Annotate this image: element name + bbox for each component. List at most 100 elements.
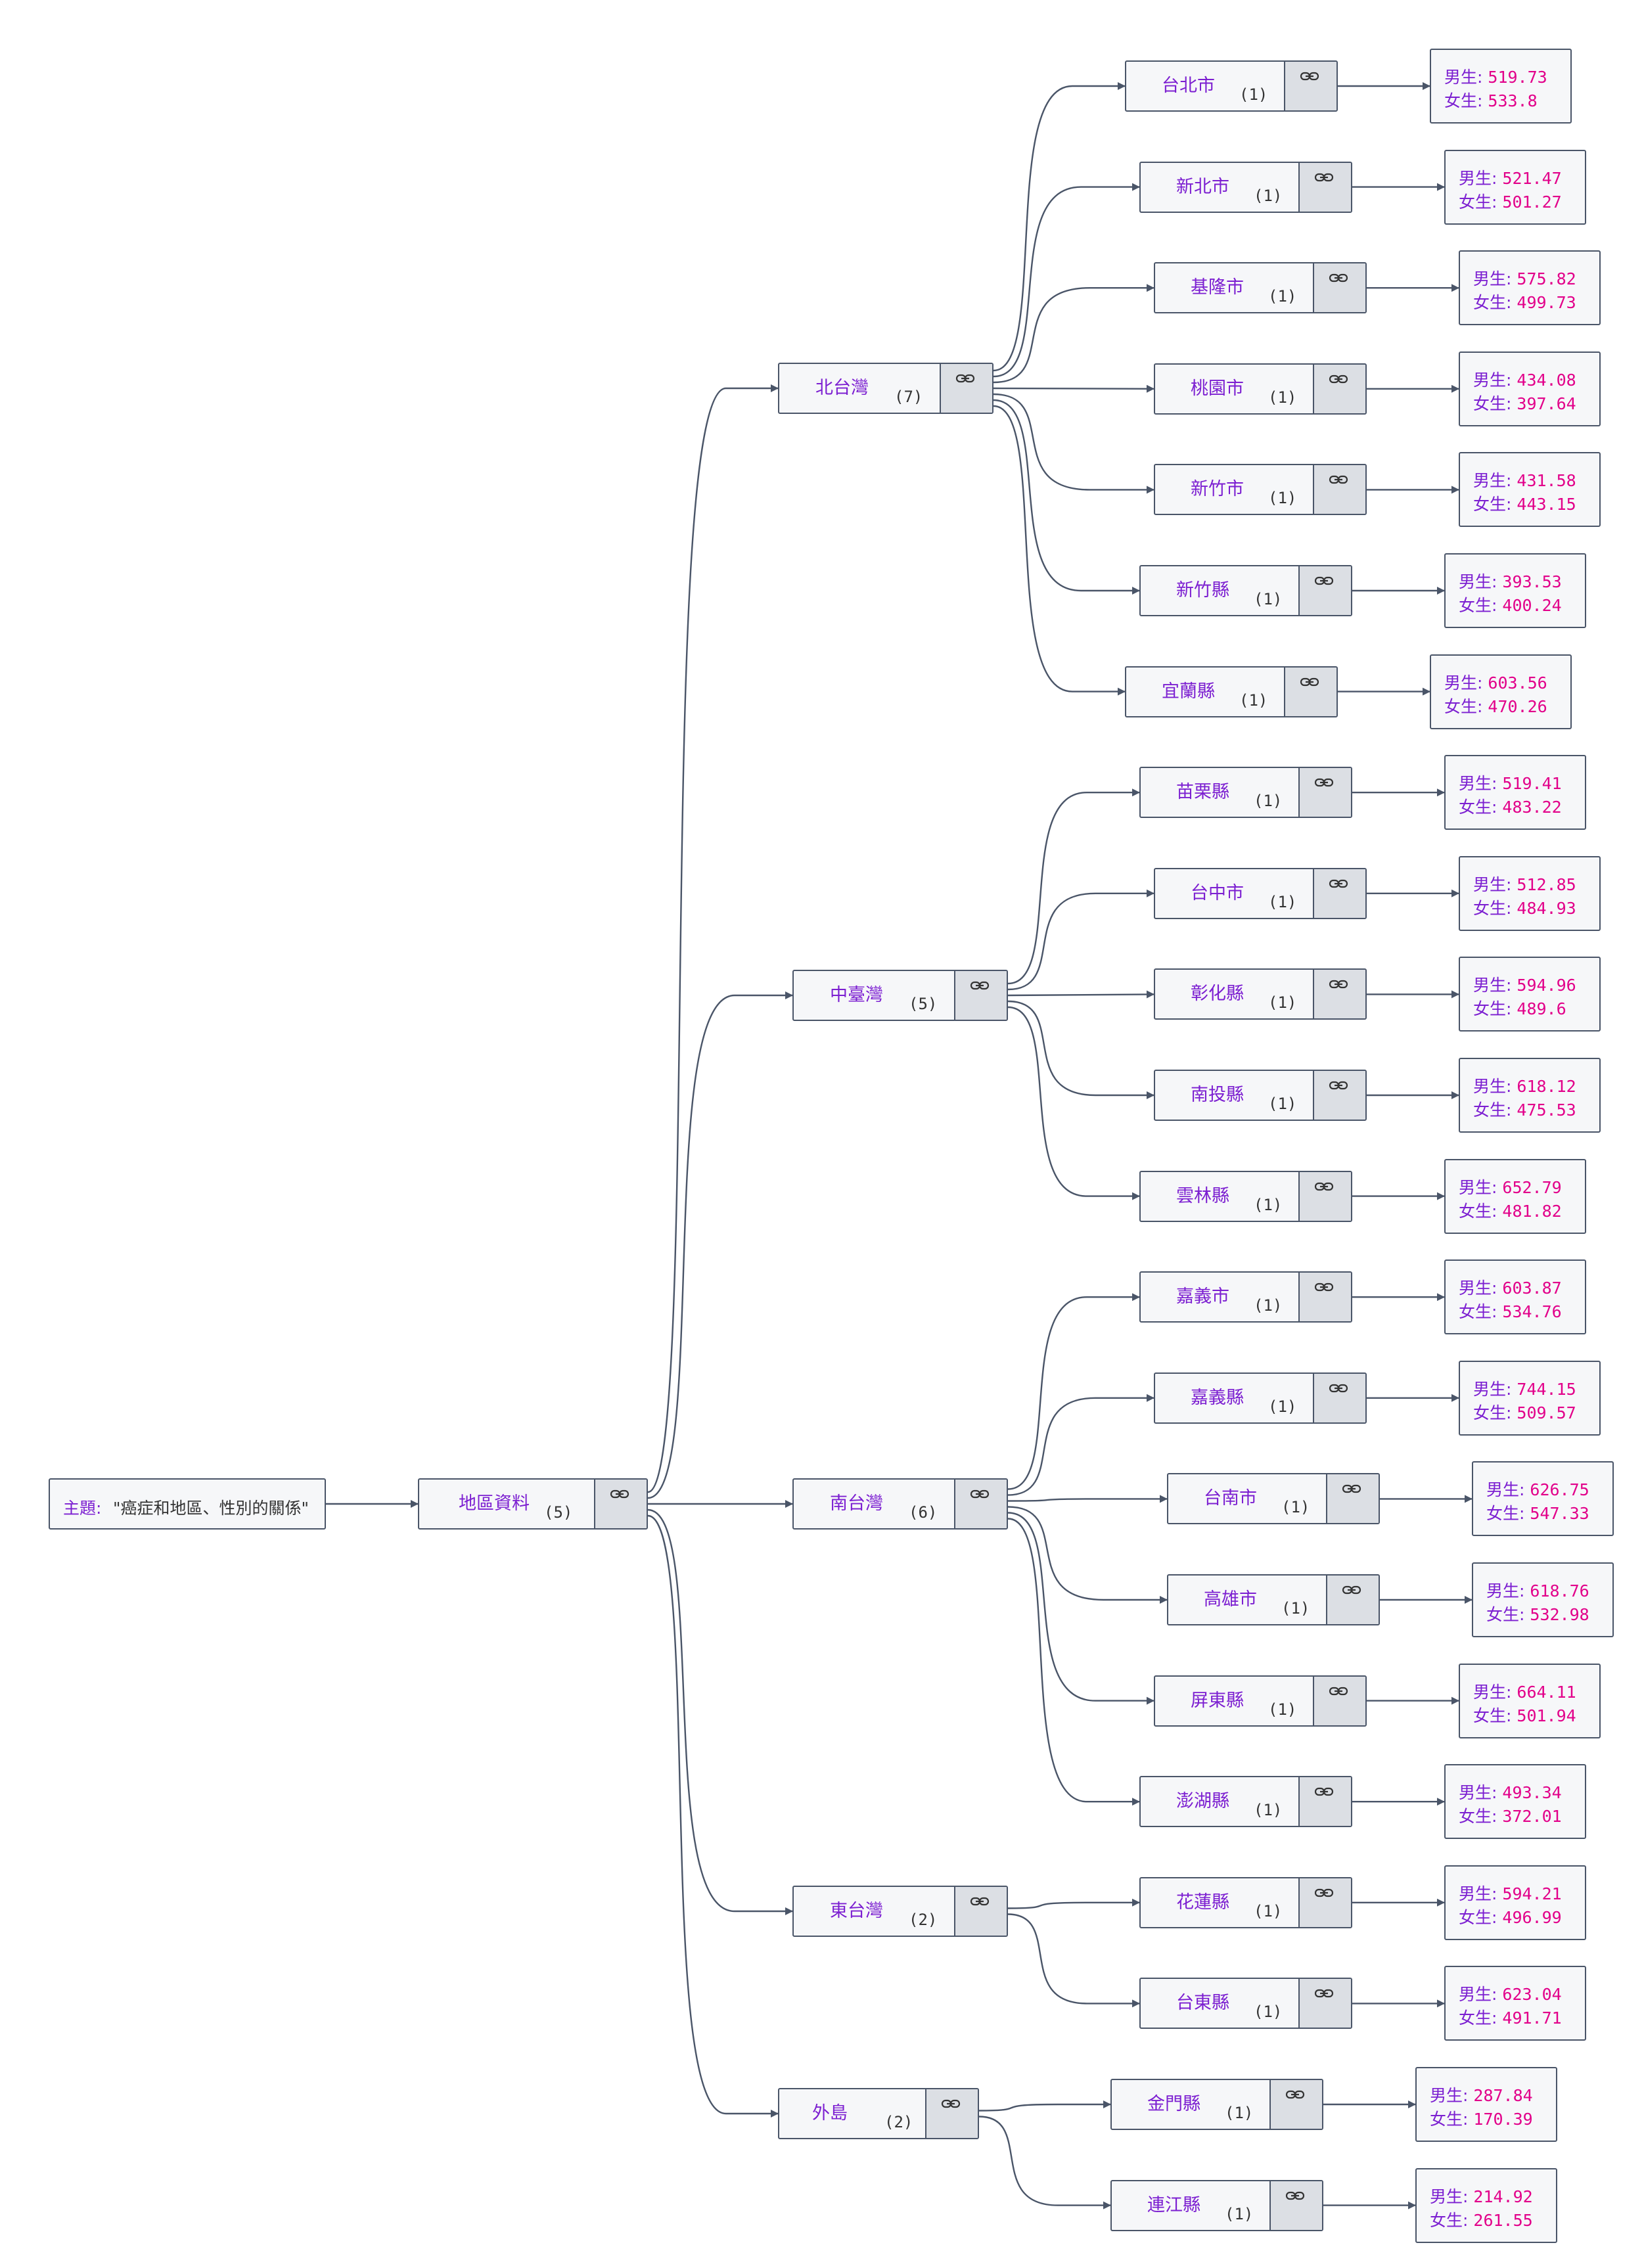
region-node[interactable]: 中臺灣(5) bbox=[792, 970, 1008, 1021]
node-label: 基隆市 bbox=[1191, 277, 1244, 298]
link-button[interactable] bbox=[1298, 1273, 1351, 1322]
link-button[interactable] bbox=[954, 1887, 1007, 1936]
city-node[interactable]: 嘉義縣(1) bbox=[1154, 1372, 1367, 1424]
city-node[interactable]: 台中市(1) bbox=[1154, 867, 1367, 919]
city-node[interactable]: 台東縣(1) bbox=[1139, 1978, 1352, 2030]
link-button[interactable] bbox=[1298, 768, 1351, 817]
female-label: 女生: bbox=[1459, 2008, 1497, 2028]
city-node[interactable]: 宜蘭縣(1) bbox=[1125, 666, 1338, 717]
female-value: 484.93 bbox=[1517, 898, 1576, 918]
link-button[interactable] bbox=[1313, 869, 1365, 918]
link-button[interactable] bbox=[1298, 1979, 1351, 2028]
city-node[interactable]: 新竹縣(1) bbox=[1139, 565, 1352, 616]
city-node[interactable]: 澎湖縣(1) bbox=[1139, 1776, 1352, 1828]
link-button[interactable] bbox=[940, 364, 992, 413]
link-icon bbox=[1314, 1283, 1334, 1292]
female-row: 女生: 483.22 bbox=[1459, 794, 1562, 818]
city-node[interactable]: 屏東縣 (1) bbox=[1154, 1675, 1367, 1727]
link-button[interactable] bbox=[1298, 1878, 1351, 1927]
male-label: 男生: bbox=[1486, 1581, 1525, 1600]
female-label: 女生: bbox=[1430, 2210, 1469, 2230]
link-button[interactable] bbox=[1269, 2181, 1322, 2230]
node-label: 台中市 bbox=[1191, 882, 1244, 903]
region-node[interactable]: 北台灣(7) bbox=[778, 363, 993, 414]
female-label: 女生: bbox=[1430, 2110, 1469, 2129]
link-button[interactable] bbox=[1313, 1373, 1365, 1422]
node-count: (1) bbox=[1268, 1700, 1297, 1719]
city-node[interactable]: 桃園市(1) bbox=[1154, 363, 1367, 415]
female-label: 女生: bbox=[1473, 394, 1512, 413]
male-row: 男生: 603.56 bbox=[1444, 670, 1547, 694]
region-node[interactable]: 東台灣(2) bbox=[792, 1886, 1008, 1937]
female-value: 372.01 bbox=[1502, 1807, 1562, 1826]
male-value: 603.56 bbox=[1488, 673, 1547, 692]
link-button[interactable] bbox=[925, 2089, 978, 2138]
link-button[interactable] bbox=[1298, 1777, 1351, 1826]
male-row: 男生: 393.53 bbox=[1459, 569, 1562, 593]
female-row: 女生: 397.64 bbox=[1473, 391, 1576, 415]
link-button[interactable] bbox=[1326, 1474, 1379, 1524]
city-node[interactable]: 嘉義市(1) bbox=[1139, 1271, 1352, 1323]
link-button[interactable] bbox=[1298, 566, 1351, 615]
node-label: 屏東縣 bbox=[1191, 1690, 1244, 1711]
city-node[interactable]: 彰化縣(1) bbox=[1154, 968, 1367, 1020]
city-node[interactable]: 雲林縣(1) bbox=[1139, 1170, 1352, 1222]
city-node[interactable]: 基隆市(1) bbox=[1154, 262, 1367, 314]
link-button[interactable] bbox=[1313, 970, 1365, 1019]
region-node[interactable]: 外島(2) bbox=[778, 2088, 979, 2139]
city-node[interactable]: 台南市(1) bbox=[1167, 1473, 1380, 1525]
city-node[interactable]: 金門縣(1) bbox=[1110, 2079, 1323, 2130]
link-button[interactable] bbox=[954, 1480, 1007, 1528]
link-button[interactable] bbox=[1313, 364, 1365, 413]
level1-node[interactable]: 地區資料(5) bbox=[418, 1478, 648, 1530]
link-button[interactable] bbox=[1313, 1071, 1365, 1120]
female-label: 女生: bbox=[1486, 1504, 1525, 1524]
link-button[interactable] bbox=[1313, 263, 1365, 313]
city-node[interactable]: 高雄市(1) bbox=[1167, 1574, 1380, 1625]
node-label: 雲林縣 bbox=[1176, 1185, 1229, 1206]
link-button[interactable] bbox=[1313, 1676, 1365, 1725]
link-button[interactable] bbox=[1269, 2080, 1322, 2129]
link-button[interactable] bbox=[594, 1480, 647, 1528]
link-button[interactable] bbox=[1313, 465, 1365, 514]
region-node[interactable]: 南台灣(6) bbox=[792, 1478, 1008, 1530]
city-node[interactable]: 新北市(1) bbox=[1139, 161, 1352, 213]
city-node[interactable]: 花蓮縣(1) bbox=[1139, 1876, 1352, 1928]
city-node[interactable]: 台北市(1) bbox=[1125, 60, 1338, 112]
link-button[interactable] bbox=[1284, 62, 1336, 110]
link-button[interactable] bbox=[1298, 1171, 1351, 1221]
link-button[interactable] bbox=[1298, 162, 1351, 212]
link-button[interactable] bbox=[1326, 1576, 1379, 1624]
city-node[interactable]: 苗栗縣(1) bbox=[1139, 767, 1352, 819]
link-button[interactable] bbox=[954, 971, 1007, 1020]
root-topic-node[interactable]: 主題: "癌症和地區、性別的關係" bbox=[49, 1478, 326, 1530]
city-node[interactable]: 連江縣(1) bbox=[1110, 2179, 1323, 2231]
male-value: 626.75 bbox=[1530, 1480, 1589, 1500]
city-node[interactable]: 新竹市(1) bbox=[1154, 464, 1367, 516]
female-row: 女生: 470.26 bbox=[1444, 694, 1547, 717]
city-node[interactable]: 南投縣(1) bbox=[1154, 1070, 1367, 1121]
link-button[interactable] bbox=[1284, 667, 1336, 716]
